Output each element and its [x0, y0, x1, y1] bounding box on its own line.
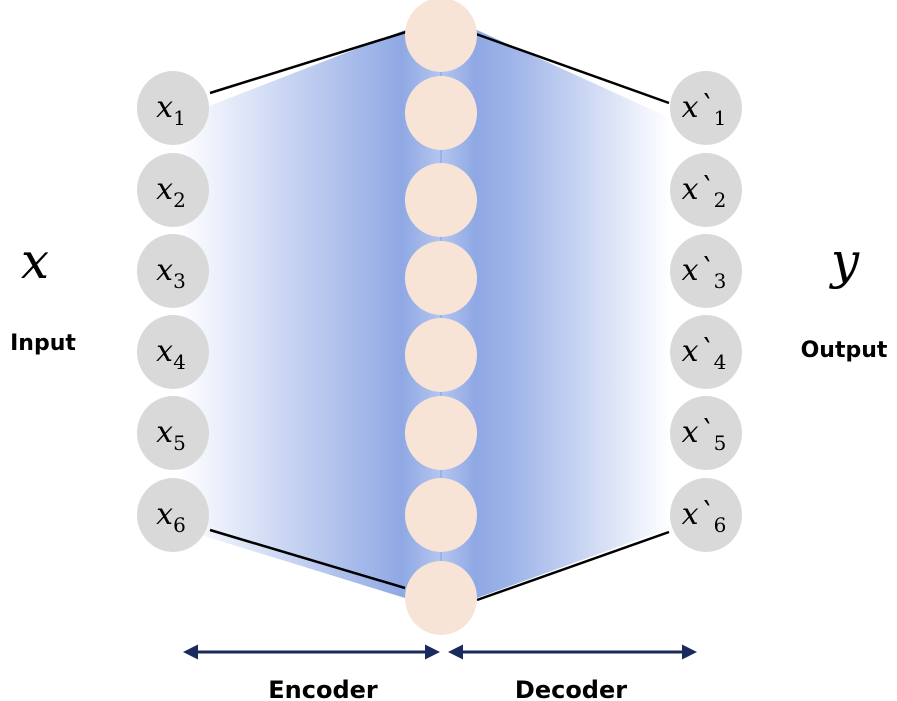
node-subscript: 3 [173, 269, 186, 293]
node-base: x [156, 497, 173, 532]
node-subscript: 1 [173, 106, 186, 130]
input-node: x3 [137, 234, 209, 308]
decoder-bottom-edge [476, 530, 670, 602]
node-subscript: 2 [173, 188, 186, 212]
input-node: x5 [137, 396, 209, 470]
node-circle [670, 234, 742, 308]
node-label: x`4 [682, 334, 727, 374]
node-circle [137, 71, 209, 145]
node-base: x [156, 172, 173, 207]
node-label: x2 [156, 172, 186, 212]
node-base: x` [682, 334, 714, 369]
output-label: Output [801, 338, 888, 363]
node-label: x`6 [682, 497, 727, 537]
decoder-top-edge [475, 32, 670, 105]
output-node: x`1 [670, 71, 742, 145]
encoder-band [178, 30, 441, 598]
output-node: x`2 [670, 153, 742, 227]
node-label: x5 [156, 415, 186, 455]
latent-node [405, 318, 477, 392]
encoder-top-edge [209, 30, 407, 95]
node-subscript: 3 [714, 269, 727, 293]
node-base: x [156, 253, 173, 288]
node-label: x4 [156, 334, 186, 374]
node-circle [137, 153, 209, 227]
node-label: x`5 [682, 415, 727, 455]
node-base: x` [682, 415, 714, 450]
latent-node [405, 561, 477, 635]
encoder-label: Encoder [268, 676, 378, 701]
input-node: x6 [137, 478, 209, 552]
node-circle [137, 478, 209, 552]
output-node: x`6 [670, 478, 742, 552]
latent-node [405, 241, 477, 315]
node-subscript: 4 [173, 350, 186, 374]
node-subscript: 5 [714, 431, 727, 455]
node-base: x [156, 415, 173, 450]
latent-node [405, 396, 477, 470]
node-circle [670, 478, 742, 552]
node-label: x1 [156, 90, 186, 130]
input-node: x4 [137, 315, 209, 389]
node-base: x` [682, 172, 714, 207]
node-subscript: 6 [714, 513, 727, 537]
node-label: x`3 [682, 253, 727, 293]
latent-node [405, 478, 477, 552]
node-subscript: 1 [714, 106, 727, 130]
latent-node [405, 0, 477, 72]
input-node: x1 [137, 71, 209, 145]
node-label: x`2 [682, 172, 727, 212]
node-base: x [156, 90, 173, 125]
node-circle [670, 315, 742, 389]
node-base: x` [682, 90, 714, 125]
output-node: x`3 [670, 234, 742, 308]
node-subscript: 6 [173, 513, 186, 537]
latent-node [405, 76, 477, 150]
output-node: x`4 [670, 315, 742, 389]
latent-node [405, 163, 477, 237]
decoder-band [441, 30, 670, 598]
node-label: x3 [156, 253, 186, 293]
node-circle [670, 153, 742, 227]
input-label: Input [10, 331, 76, 356]
node-base: x` [682, 497, 714, 532]
input-symbol: x [21, 232, 49, 290]
node-circle [137, 315, 209, 389]
node-label: x`1 [682, 90, 727, 130]
node-circle [670, 71, 742, 145]
node-subscript: 4 [714, 350, 727, 374]
node-subscript: 5 [173, 431, 186, 455]
decoder-label: Decoder [515, 676, 627, 701]
node-subscript: 2 [714, 188, 727, 212]
node-base: x [156, 334, 173, 369]
node-circle [670, 396, 742, 470]
node-base: x` [682, 253, 714, 288]
node-circle [137, 396, 209, 470]
output-node: x`5 [670, 396, 742, 470]
output-symbol: y [829, 232, 860, 290]
node-label: x6 [156, 497, 186, 537]
encoder-bottom-edge [209, 528, 406, 590]
node-circle [137, 234, 209, 308]
input-node: x2 [137, 153, 209, 227]
